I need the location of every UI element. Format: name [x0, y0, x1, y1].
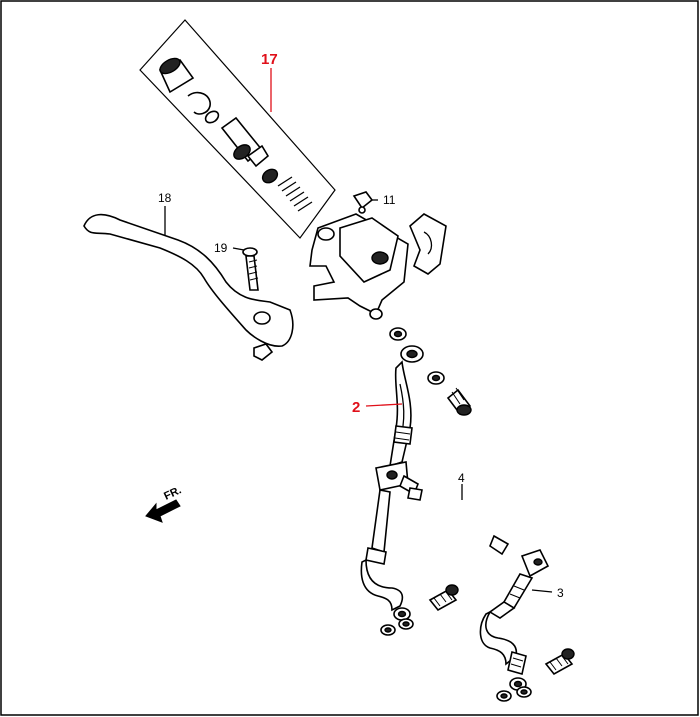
banjo-bolt-right: [544, 648, 575, 676]
callout-18: 18: [158, 191, 172, 205]
banjo-bolt-left: [428, 584, 459, 612]
brake-lever: [83, 213, 294, 347]
cap-clip: [352, 191, 374, 210]
arrow-icon: [145, 499, 181, 523]
direction-label: FR.: [162, 484, 183, 502]
callout-2-leader: [365, 403, 403, 407]
lever-pivot-bolt-group: 19: [214, 241, 259, 291]
callout-2: 2: [352, 399, 360, 416]
front-brake-hose-lower: 3: [479, 549, 564, 676]
brake-pipe: 4: [407, 471, 510, 556]
front-direction-arrow: FR.: [145, 484, 183, 523]
lever-pivot-hole: [253, 311, 271, 325]
reservoir-port: [371, 251, 389, 265]
callout-17: 17: [261, 51, 278, 68]
banjo-bolt: [446, 387, 472, 416]
front-brake-hose-upper: 2: [352, 345, 424, 612]
pivot-nut: [253, 343, 274, 361]
pivot-bolt-head: [242, 247, 258, 257]
master-cylinder-body: [309, 213, 409, 320]
circlip: [187, 91, 211, 115]
return-spring: [277, 176, 313, 212]
callout-19-leader: [232, 247, 245, 251]
callout-11: 11: [383, 193, 396, 207]
piston: [220, 116, 270, 168]
washer: [204, 110, 220, 124]
kit-outline: [139, 19, 336, 239]
master-cylinder-kit-group: 17: [139, 19, 336, 239]
piston-boot: [158, 57, 195, 94]
callout-3-leader: [531, 589, 553, 593]
brake-lever-group: 18: [83, 191, 294, 347]
clip-screw: [358, 206, 366, 214]
callout-4: 4: [458, 471, 465, 485]
handlebar-clamp: [409, 213, 447, 275]
mount-boss: [317, 227, 335, 241]
reservoir-cap-clip-group: 11: [352, 191, 396, 214]
outlet-port: [369, 308, 383, 320]
secondary-cup: [261, 168, 279, 184]
callout-3: 3: [557, 586, 564, 600]
callout-19: 19: [214, 241, 228, 255]
